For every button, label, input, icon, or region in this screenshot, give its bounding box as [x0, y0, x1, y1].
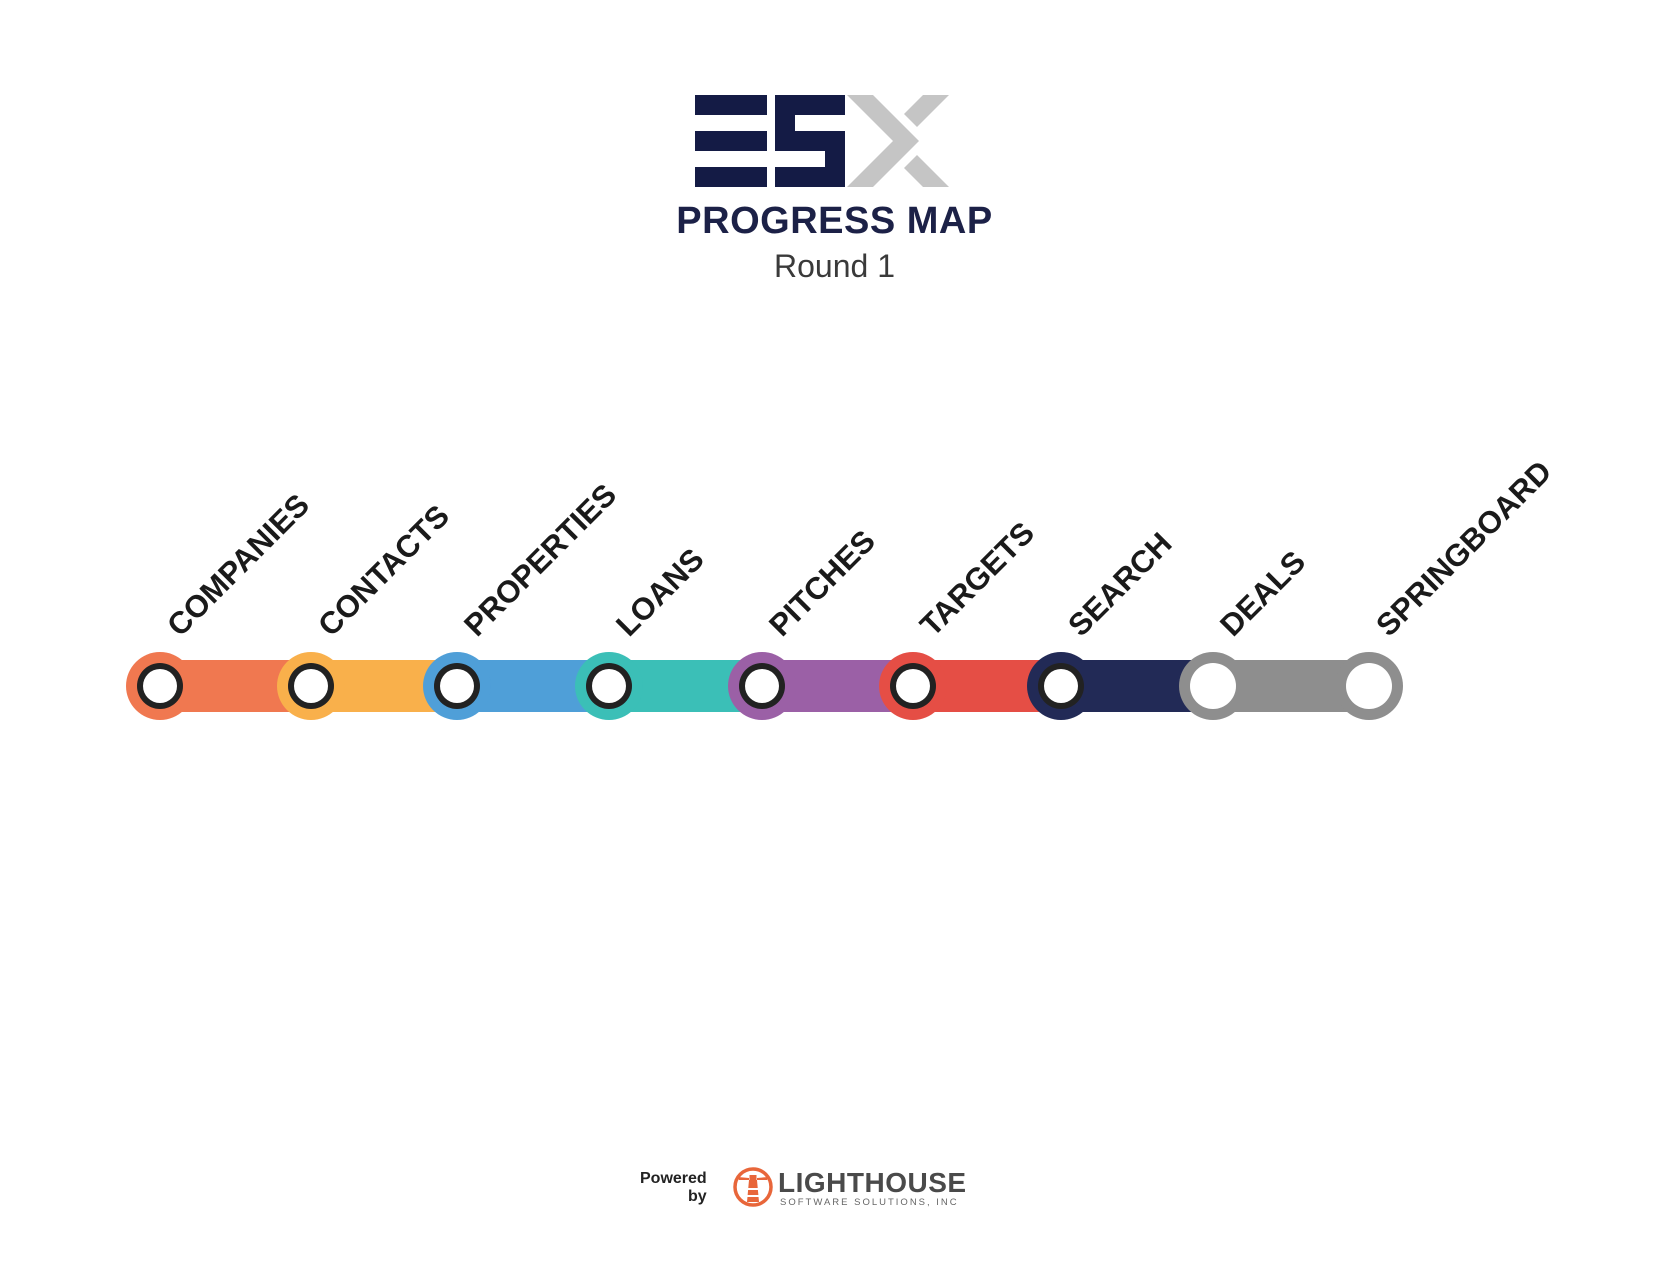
- station-label-targets: TARGETS: [913, 515, 1041, 643]
- station-companies[interactable]: [126, 652, 194, 720]
- route-stations: [126, 652, 1403, 720]
- station-properties[interactable]: [423, 652, 491, 720]
- esx-logo: [695, 95, 949, 187]
- station-label-properties: PROPERTIES: [457, 477, 623, 643]
- station-search[interactable]: [1027, 652, 1095, 720]
- station-targets[interactable]: [879, 652, 947, 720]
- station-pitches[interactable]: [728, 652, 796, 720]
- station-label-loans: LOANS: [609, 541, 710, 642]
- station-label-search: SEARCH: [1061, 526, 1178, 643]
- powered-by-line1: Powered: [640, 1170, 707, 1187]
- lighthouse-icon: [733, 1167, 773, 1207]
- station-deals[interactable]: [1179, 652, 1247, 720]
- page-subtitle: Round 1: [774, 248, 895, 284]
- station-loans[interactable]: [575, 652, 643, 720]
- station-springboard[interactable]: [1335, 652, 1403, 720]
- powered-by: Powered by: [640, 1170, 707, 1206]
- station-contacts[interactable]: [277, 652, 345, 720]
- station-label-contacts: CONTACTS: [311, 498, 456, 643]
- page-title: PROGRESS MAP: [676, 200, 993, 242]
- station-label-deals: DEALS: [1213, 544, 1312, 643]
- station-label-springboard: SPRINGBOARD: [1369, 454, 1558, 643]
- station-label-pitches: PITCHES: [762, 523, 882, 643]
- station-label-companies: COMPANIES: [160, 487, 316, 643]
- lighthouse-brand-name: LIGHTHOUSE: [778, 1167, 967, 1198]
- lighthouse-tagline: SOFTWARE SOLUTIONS, INC: [780, 1197, 959, 1208]
- powered-by-line2: by: [688, 1188, 707, 1205]
